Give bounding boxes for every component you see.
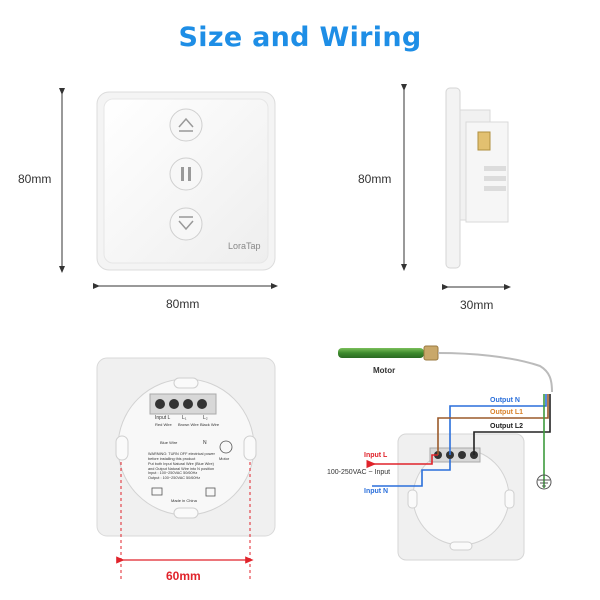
front-height-label: 80mm: [18, 172, 52, 186]
back-warning-text: WARNING: TURN OFF electrical power befor…: [148, 452, 215, 461]
wiring-switch-back: [397, 433, 525, 561]
brand-logo-text: LoraTap: [228, 241, 261, 251]
back-input-l: Input L: [155, 415, 171, 421]
pause-button[interactable]: [169, 157, 203, 191]
mounting-distance-label: 60mm: [166, 569, 201, 583]
back-n-label: N: [203, 440, 207, 446]
back-switch-panel: [96, 357, 276, 537]
ground-icon: [536, 474, 552, 490]
back-note-line: Output : 100~250VAC 50/60Hz: [148, 475, 201, 480]
back-note-line: Input : 100~250VAC 50/60Hz: [148, 471, 198, 476]
output-l1-label: Output L1: [490, 409, 524, 416]
wire-output-l1: [437, 394, 549, 455]
page-title: Size and Wiring: [178, 22, 422, 53]
back-made-in: Made in China: [171, 498, 197, 503]
side-depth-label: 30mm: [460, 298, 494, 312]
output-n-label: Output N: [490, 397, 520, 404]
back-brown-wire: Brown Wire: [178, 422, 199, 427]
back-notes: Put both Input Natural Wire (Blue Wire) …: [148, 462, 228, 480]
motor-cable: [437, 352, 553, 393]
down-button[interactable]: [169, 207, 203, 241]
input-l-label: Input L: [364, 452, 388, 459]
back-note-line: and Output Natural Wire into N position: [148, 466, 215, 471]
back-motor-label: Motor: [219, 456, 230, 461]
back-l1: L₁: [182, 415, 187, 421]
back-red-wire: Red Wire: [155, 422, 172, 427]
back-l2: L₂: [203, 415, 208, 421]
wire-input-l: [390, 454, 438, 465]
motor-tube: [338, 345, 439, 361]
up-button[interactable]: [169, 108, 203, 142]
side-height-label: 80mm: [358, 172, 392, 186]
output-l2-label: Output L2: [490, 423, 524, 430]
wire-input-n: [390, 459, 451, 487]
side-switch-view: [445, 87, 509, 269]
front-width-label: 80mm: [166, 297, 200, 311]
back-black-wire: Black Wire: [200, 422, 220, 427]
back-blue-wire: Blue Wire: [160, 440, 178, 445]
wire-output-n: [449, 394, 547, 455]
input-voltage-label: 100-250VAC ~ Input: [327, 469, 391, 476]
front-switch-panel: [96, 91, 276, 271]
wire-output-l2: [473, 394, 551, 455]
back-note-line: Put both Input Natural Wire (Blue Wire): [148, 462, 214, 466]
input-n-label: Input N: [364, 488, 389, 495]
motor-label: Motor: [373, 366, 396, 375]
